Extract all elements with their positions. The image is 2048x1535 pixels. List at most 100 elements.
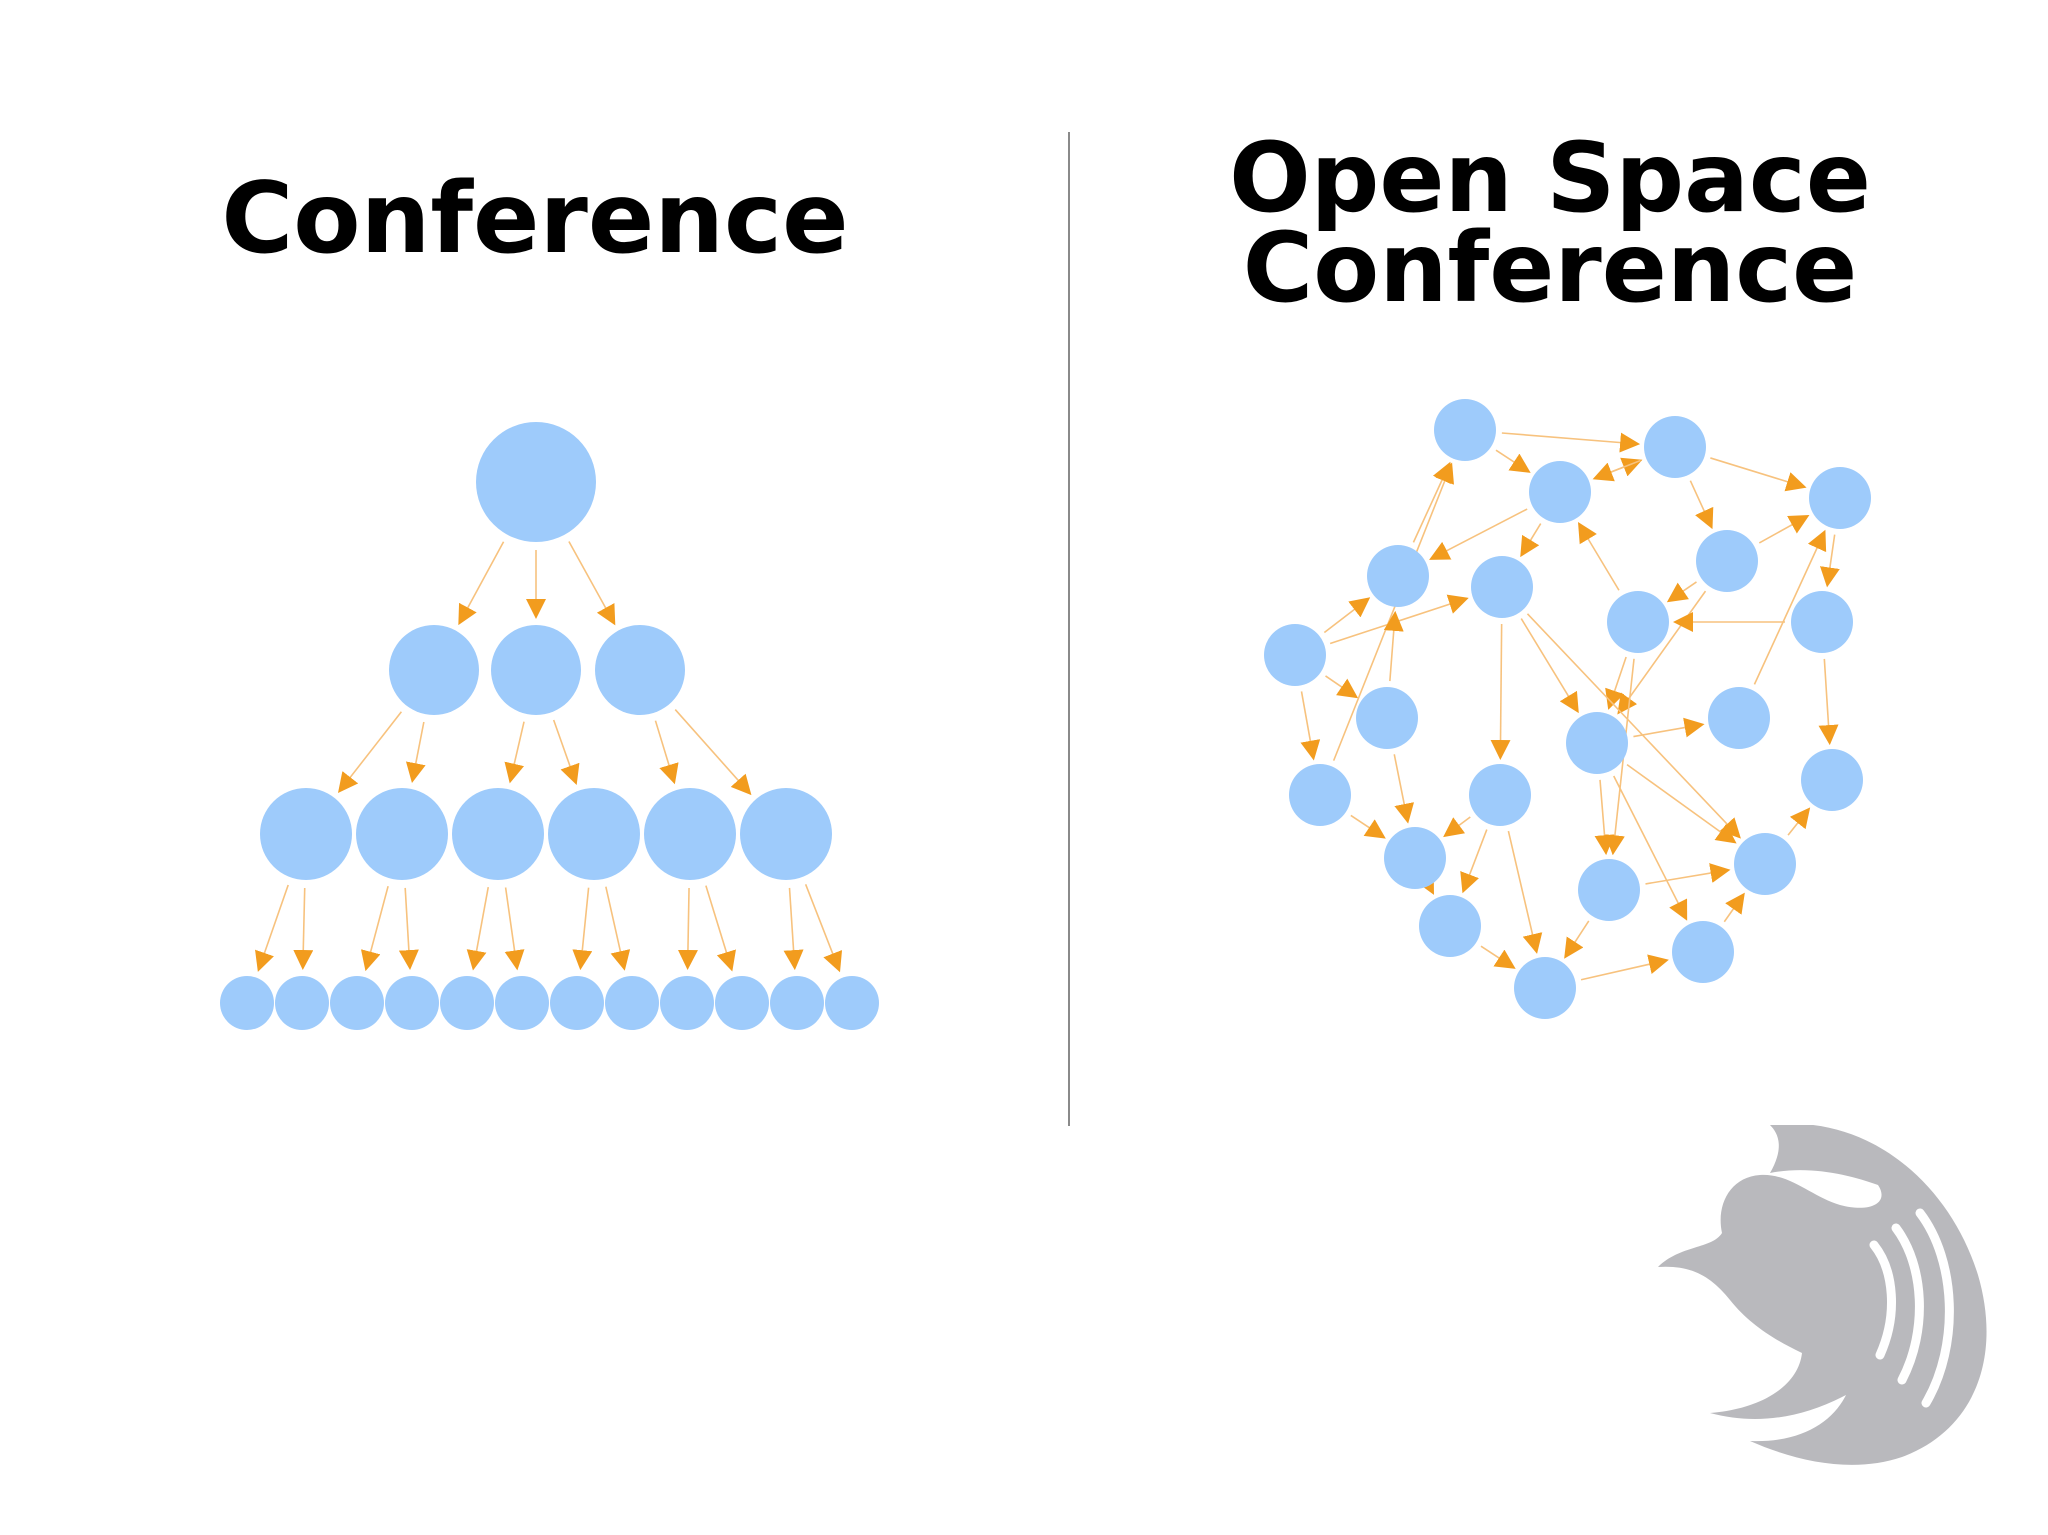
network-node-20 <box>1672 921 1734 983</box>
network-edge <box>1350 814 1386 839</box>
hierarchy-edge <box>337 711 403 794</box>
hierarchy-node-l3-6 <box>550 976 604 1030</box>
hierarchy-node-l3-7 <box>605 976 659 1030</box>
network-edge <box>1723 892 1745 923</box>
network-edge <box>1490 623 1511 761</box>
hierarchy-node-l3-0 <box>220 976 274 1030</box>
network-node-21 <box>1514 957 1576 1019</box>
network-edge <box>1578 522 1620 591</box>
hierarchy-node-l2-2 <box>452 788 544 880</box>
network-edge <box>1460 829 1488 894</box>
network-edge <box>1443 816 1471 838</box>
hierarchy-edge <box>572 887 593 971</box>
hierarchy-edge <box>405 721 426 783</box>
network-node-5 <box>1471 556 1533 618</box>
network-edge <box>1325 675 1359 699</box>
hierarchy-node-l2-3 <box>548 788 640 880</box>
hierarchy-node-l3-4 <box>440 976 494 1030</box>
hierarchy-edges <box>255 541 843 973</box>
network-edge <box>1689 480 1714 530</box>
network-edge <box>1383 610 1404 682</box>
network-edge <box>1818 658 1839 746</box>
network-node-4 <box>1367 545 1429 607</box>
hierarchy-node-l3-10 <box>770 976 824 1030</box>
hierarchy-edge <box>293 887 314 971</box>
network-edge <box>1415 872 1434 895</box>
network-edge <box>1429 508 1528 560</box>
network-edge <box>1617 590 1707 715</box>
hierarchy-edge <box>674 709 752 796</box>
hierarchy-edge <box>458 541 505 626</box>
hierarchy-node-l3-8 <box>660 976 714 1030</box>
network-node-9 <box>1264 624 1326 686</box>
network-edge <box>1520 523 1542 558</box>
hierarchy-node-l0-0 <box>476 422 596 542</box>
flame-wave-logo <box>1658 1125 1987 1465</box>
hierarchy-node-l3-1 <box>275 976 329 1030</box>
title-open-space-line1: Open Space <box>1229 122 1871 234</box>
network-edge <box>1520 618 1579 714</box>
network-node-13 <box>1469 764 1531 826</box>
hierarchy-node-l3-5 <box>495 976 549 1030</box>
hierarchy-edge <box>605 886 631 971</box>
network-node-19 <box>1419 895 1481 957</box>
network-node-8 <box>1791 591 1853 653</box>
title-open-space-conference: Open Space Conference <box>1190 130 1910 316</box>
network-node-3 <box>1809 467 1871 529</box>
network-edge <box>1710 457 1807 492</box>
network-edge <box>1323 597 1371 634</box>
hierarchy-edge <box>804 884 843 973</box>
network-edge <box>1613 775 1688 921</box>
network-edges <box>1300 432 1840 981</box>
network-node-6 <box>1696 530 1758 592</box>
hierarchy-node-l3-11 <box>825 976 879 1030</box>
network-node-12 <box>1566 712 1628 774</box>
hierarchy-edge <box>360 885 389 972</box>
network-node-18 <box>1578 859 1640 921</box>
hierarchy-node-l3-3 <box>385 976 439 1030</box>
hierarchy-node-l1-2 <box>595 625 685 715</box>
network-node-7 <box>1607 591 1669 653</box>
hierarchy-edge <box>466 886 490 971</box>
center-divider <box>1068 132 1070 1126</box>
hierarchy-edge <box>255 884 289 972</box>
hierarchy-node-l2-5 <box>740 788 832 880</box>
network-node-2 <box>1529 461 1591 523</box>
hierarchy-node-l1-1 <box>491 625 581 715</box>
network-edge <box>1592 459 1641 482</box>
hierarchy-edge <box>705 885 736 972</box>
flame-wave-icon <box>1658 1125 1987 1465</box>
network-node-11 <box>1708 687 1770 749</box>
hierarchy-node-l3-2 <box>330 976 384 1030</box>
network-edge <box>1480 945 1516 969</box>
wave-lines-icon <box>1869 1208 1954 1408</box>
network-edge <box>1633 717 1705 738</box>
title-conference: Conference <box>221 162 849 276</box>
network-node-17 <box>1734 833 1796 895</box>
network-edge <box>1495 449 1531 473</box>
network-edge <box>1820 534 1840 588</box>
hierarchy-node-l2-1 <box>356 788 448 880</box>
network-edge <box>1645 863 1731 885</box>
network-node-10 <box>1356 687 1418 749</box>
network-edge <box>1626 763 1737 844</box>
hierarchy-edge <box>783 887 804 971</box>
hierarchy-edge <box>552 719 580 785</box>
hierarchy-node-l3-9 <box>715 976 769 1030</box>
network-edge <box>1564 920 1590 959</box>
network-edge <box>1526 613 1741 839</box>
network-node-0 <box>1434 399 1496 461</box>
network-node-15 <box>1801 749 1863 811</box>
hierarchy-edge <box>568 541 616 626</box>
hierarchy-edge <box>504 721 525 784</box>
hierarchy-edge <box>654 720 679 785</box>
network-edge <box>1393 754 1415 824</box>
network-node-14 <box>1289 764 1351 826</box>
network-edge <box>1300 691 1321 761</box>
hierarchy-node-l2-0 <box>260 788 352 880</box>
network-node-16 <box>1384 827 1446 889</box>
network-edge <box>1758 515 1810 544</box>
network-edge <box>1501 432 1641 453</box>
network-edge <box>1580 954 1669 981</box>
